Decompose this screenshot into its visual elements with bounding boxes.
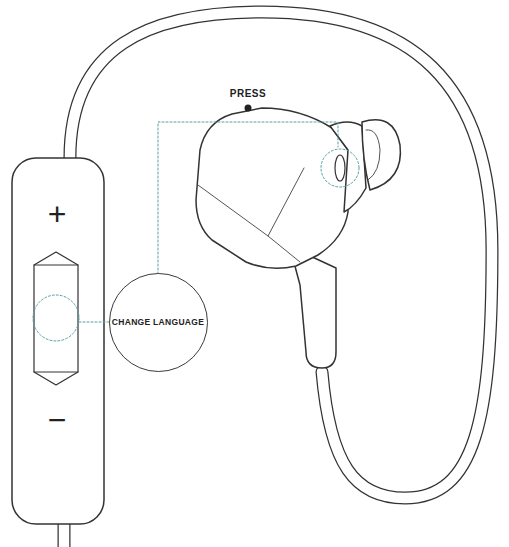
earbud-button: [335, 155, 345, 181]
language-button-callout: CHANGE LANGUAGE: [109, 273, 208, 372]
earbud-nozzle: [330, 122, 366, 212]
earbud-body: [196, 108, 348, 268]
action-label: PRESS: [230, 88, 266, 99]
callout-text: CHANGE LANGUAGE: [112, 317, 204, 328]
earbud-facet: [198, 168, 304, 262]
cable: [70, 12, 492, 498]
volume-up-symbol: +: [48, 196, 67, 233]
ear-tip: [362, 120, 400, 190]
remote-button-edge: [34, 265, 78, 372]
cable-inner: [70, 12, 492, 498]
ear-tip-ring: [366, 130, 380, 180]
inline-remote: [12, 158, 104, 524]
button-highlight: [33, 295, 79, 341]
volume-down-symbol: −: [48, 402, 67, 439]
remote-button: [34, 252, 78, 385]
leader-line: [158, 122, 338, 286]
press-dot: [245, 105, 252, 112]
earbud-button-highlight: [321, 149, 359, 187]
earbud-stem: [292, 255, 336, 368]
